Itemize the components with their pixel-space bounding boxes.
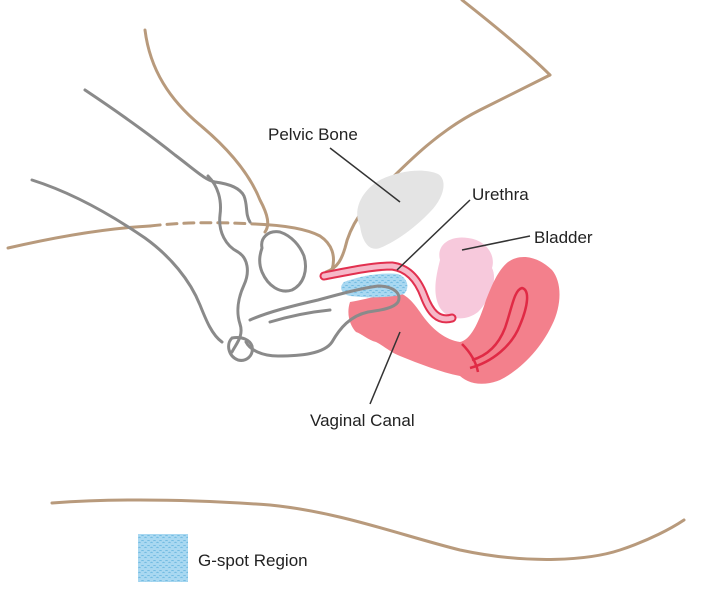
bladder-leader <box>461 235 531 251</box>
pelvic-bone-shape <box>357 170 444 249</box>
vulva-outline <box>253 222 335 272</box>
cervix-fold <box>461 343 480 373</box>
pelvic-bone-label: Pelvic Bone <box>268 125 358 144</box>
finger-crease <box>268 308 332 324</box>
pelvic-bone-leader <box>329 147 401 203</box>
knuckle-outline <box>206 174 249 354</box>
thumb-outline <box>258 230 307 293</box>
bladder-shape <box>435 237 495 319</box>
hand-illustration <box>30 88 401 362</box>
thigh-top-outline <box>324 73 552 274</box>
leg-outline <box>50 498 686 561</box>
back-outline <box>460 0 552 77</box>
vaginal-canal-shape <box>348 256 560 384</box>
arm-outline-lower <box>30 178 224 344</box>
vaginal-canal-leader <box>369 331 401 405</box>
legend-label: G-spot Region <box>198 551 308 570</box>
uterus-cavity <box>469 286 529 370</box>
legend: G-spot Region <box>138 534 308 582</box>
vaginal-canal-label: Vaginal Canal <box>310 411 415 430</box>
uterus-group <box>348 256 560 384</box>
thigh-front-dashed <box>148 221 257 228</box>
urethra-label: Urethra <box>472 185 529 204</box>
leader-lines <box>329 147 531 405</box>
body-outline <box>6 0 686 561</box>
fingertip-outline <box>227 336 254 362</box>
buttock-outline <box>143 28 270 234</box>
legend-swatch <box>138 534 188 582</box>
thigh-front-outline <box>6 224 152 250</box>
urethra-leader <box>396 199 471 271</box>
urethra-lumen <box>321 263 455 322</box>
bladder-label: Bladder <box>534 228 593 247</box>
arm-outline-upper <box>83 88 252 224</box>
urethra-group <box>319 261 457 324</box>
finger-outline <box>244 284 401 358</box>
